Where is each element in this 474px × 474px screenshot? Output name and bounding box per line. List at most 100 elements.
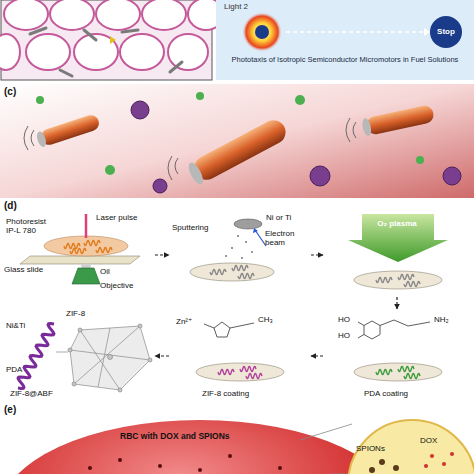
step-panel: Ni or Ti Electron beam Sputtering xyxy=(170,214,310,296)
figure-part xyxy=(450,452,454,456)
figure-part xyxy=(72,268,100,284)
figure-part xyxy=(416,156,424,164)
figure-part xyxy=(175,158,178,174)
figure-part xyxy=(228,454,232,458)
micromotor-rods xyxy=(30,28,182,76)
figure-part xyxy=(354,363,442,381)
figure-part xyxy=(225,255,227,257)
step-label: Sputtering xyxy=(172,224,208,233)
figure-part xyxy=(255,230,266,246)
micromotor-rod xyxy=(35,104,435,186)
debris xyxy=(36,92,424,175)
panel-ground xyxy=(0,84,474,198)
figure-part xyxy=(30,28,46,34)
helix-swimmer xyxy=(398,367,414,372)
helix-layer xyxy=(18,241,420,389)
figure-part xyxy=(168,156,172,180)
sound-waves xyxy=(24,118,356,180)
figure-part xyxy=(214,322,230,337)
figure-part xyxy=(251,251,253,253)
figure-part xyxy=(50,0,94,30)
process-arrow xyxy=(155,355,169,356)
figure-part xyxy=(153,179,167,193)
figure-part xyxy=(39,113,101,147)
helix-swimmer xyxy=(218,370,234,375)
step-label: ZIF-8 xyxy=(66,310,85,319)
figure-part xyxy=(56,352,68,353)
step-label: Ni or Ti xyxy=(266,214,291,223)
figure-part xyxy=(225,235,253,259)
figure-part xyxy=(108,355,113,360)
figure-part xyxy=(196,92,204,100)
figure-part xyxy=(4,0,48,30)
figure-part xyxy=(142,0,186,30)
process-arrow xyxy=(155,254,169,255)
step-label: CH₃ xyxy=(258,316,273,325)
figure-part xyxy=(44,236,128,256)
figure-part xyxy=(241,257,243,259)
figure-part xyxy=(186,116,290,186)
figure-part xyxy=(80,330,120,390)
figure-part xyxy=(131,101,149,119)
figure-part xyxy=(60,70,72,76)
figure-part xyxy=(68,324,152,392)
nanoparticle xyxy=(88,454,282,472)
panel-ground xyxy=(216,0,474,80)
figure-part xyxy=(118,458,122,462)
figure-part xyxy=(295,95,305,105)
figure-part xyxy=(158,464,162,468)
figure-part xyxy=(369,467,375,473)
step-panel: Zn²⁺CH₃ZIF-8 coating xyxy=(170,310,310,402)
cell-layer xyxy=(0,0,224,70)
step-label: Objective xyxy=(100,282,133,291)
figure-part xyxy=(68,348,72,352)
figure-part xyxy=(353,122,356,138)
step-label: PDA xyxy=(6,366,22,375)
micromotor-sphere xyxy=(255,25,269,39)
figure-part xyxy=(358,335,364,339)
figure-part xyxy=(70,350,150,360)
light-glow xyxy=(242,12,282,52)
light-label: Light 2 xyxy=(224,2,284,11)
step-panel: Photoresist IP-L 780Laser pulseGlass sli… xyxy=(4,214,154,296)
figure-part xyxy=(237,235,239,237)
helix-swimmer xyxy=(246,374,262,379)
red-blood-cell xyxy=(0,420,400,474)
figure-part xyxy=(85,214,88,238)
helix-swimmer xyxy=(64,244,80,249)
drug-label: DOX xyxy=(420,436,450,445)
figure-part xyxy=(24,126,28,150)
helix-swimmer xyxy=(404,282,420,287)
figure-part xyxy=(122,30,138,32)
step-label: Electron beam xyxy=(265,230,309,248)
helix-swimmer xyxy=(404,374,420,379)
step-label: Photoresist IP-L 780 xyxy=(6,218,58,236)
helix-swimmer xyxy=(70,249,86,254)
figure-part xyxy=(170,62,182,72)
figure-part xyxy=(186,161,206,187)
figure-part xyxy=(26,34,70,70)
panel-caption: Phototaxis of Isotropic Semiconductor Mi… xyxy=(220,56,470,65)
process-arrow xyxy=(311,355,323,356)
figure-part xyxy=(105,165,115,175)
helix-swimmer xyxy=(18,324,54,389)
step-label: ZIF-8@ABF xyxy=(10,390,53,399)
helix-swimmer xyxy=(376,370,392,375)
figure-part xyxy=(118,388,122,392)
figure-part xyxy=(361,117,373,136)
marker-triangle xyxy=(110,36,116,44)
cell-label: RBC with DOX and SPIONs xyxy=(120,432,270,442)
figure-part xyxy=(35,130,48,148)
figure-part xyxy=(346,118,350,142)
panel-letter: (d) xyxy=(4,200,28,212)
figure-part xyxy=(361,104,435,137)
helix-swimmer xyxy=(84,241,100,246)
figure-part xyxy=(365,104,435,136)
figure-part xyxy=(70,326,150,390)
figure-part xyxy=(348,214,448,262)
figure-part xyxy=(84,30,96,40)
